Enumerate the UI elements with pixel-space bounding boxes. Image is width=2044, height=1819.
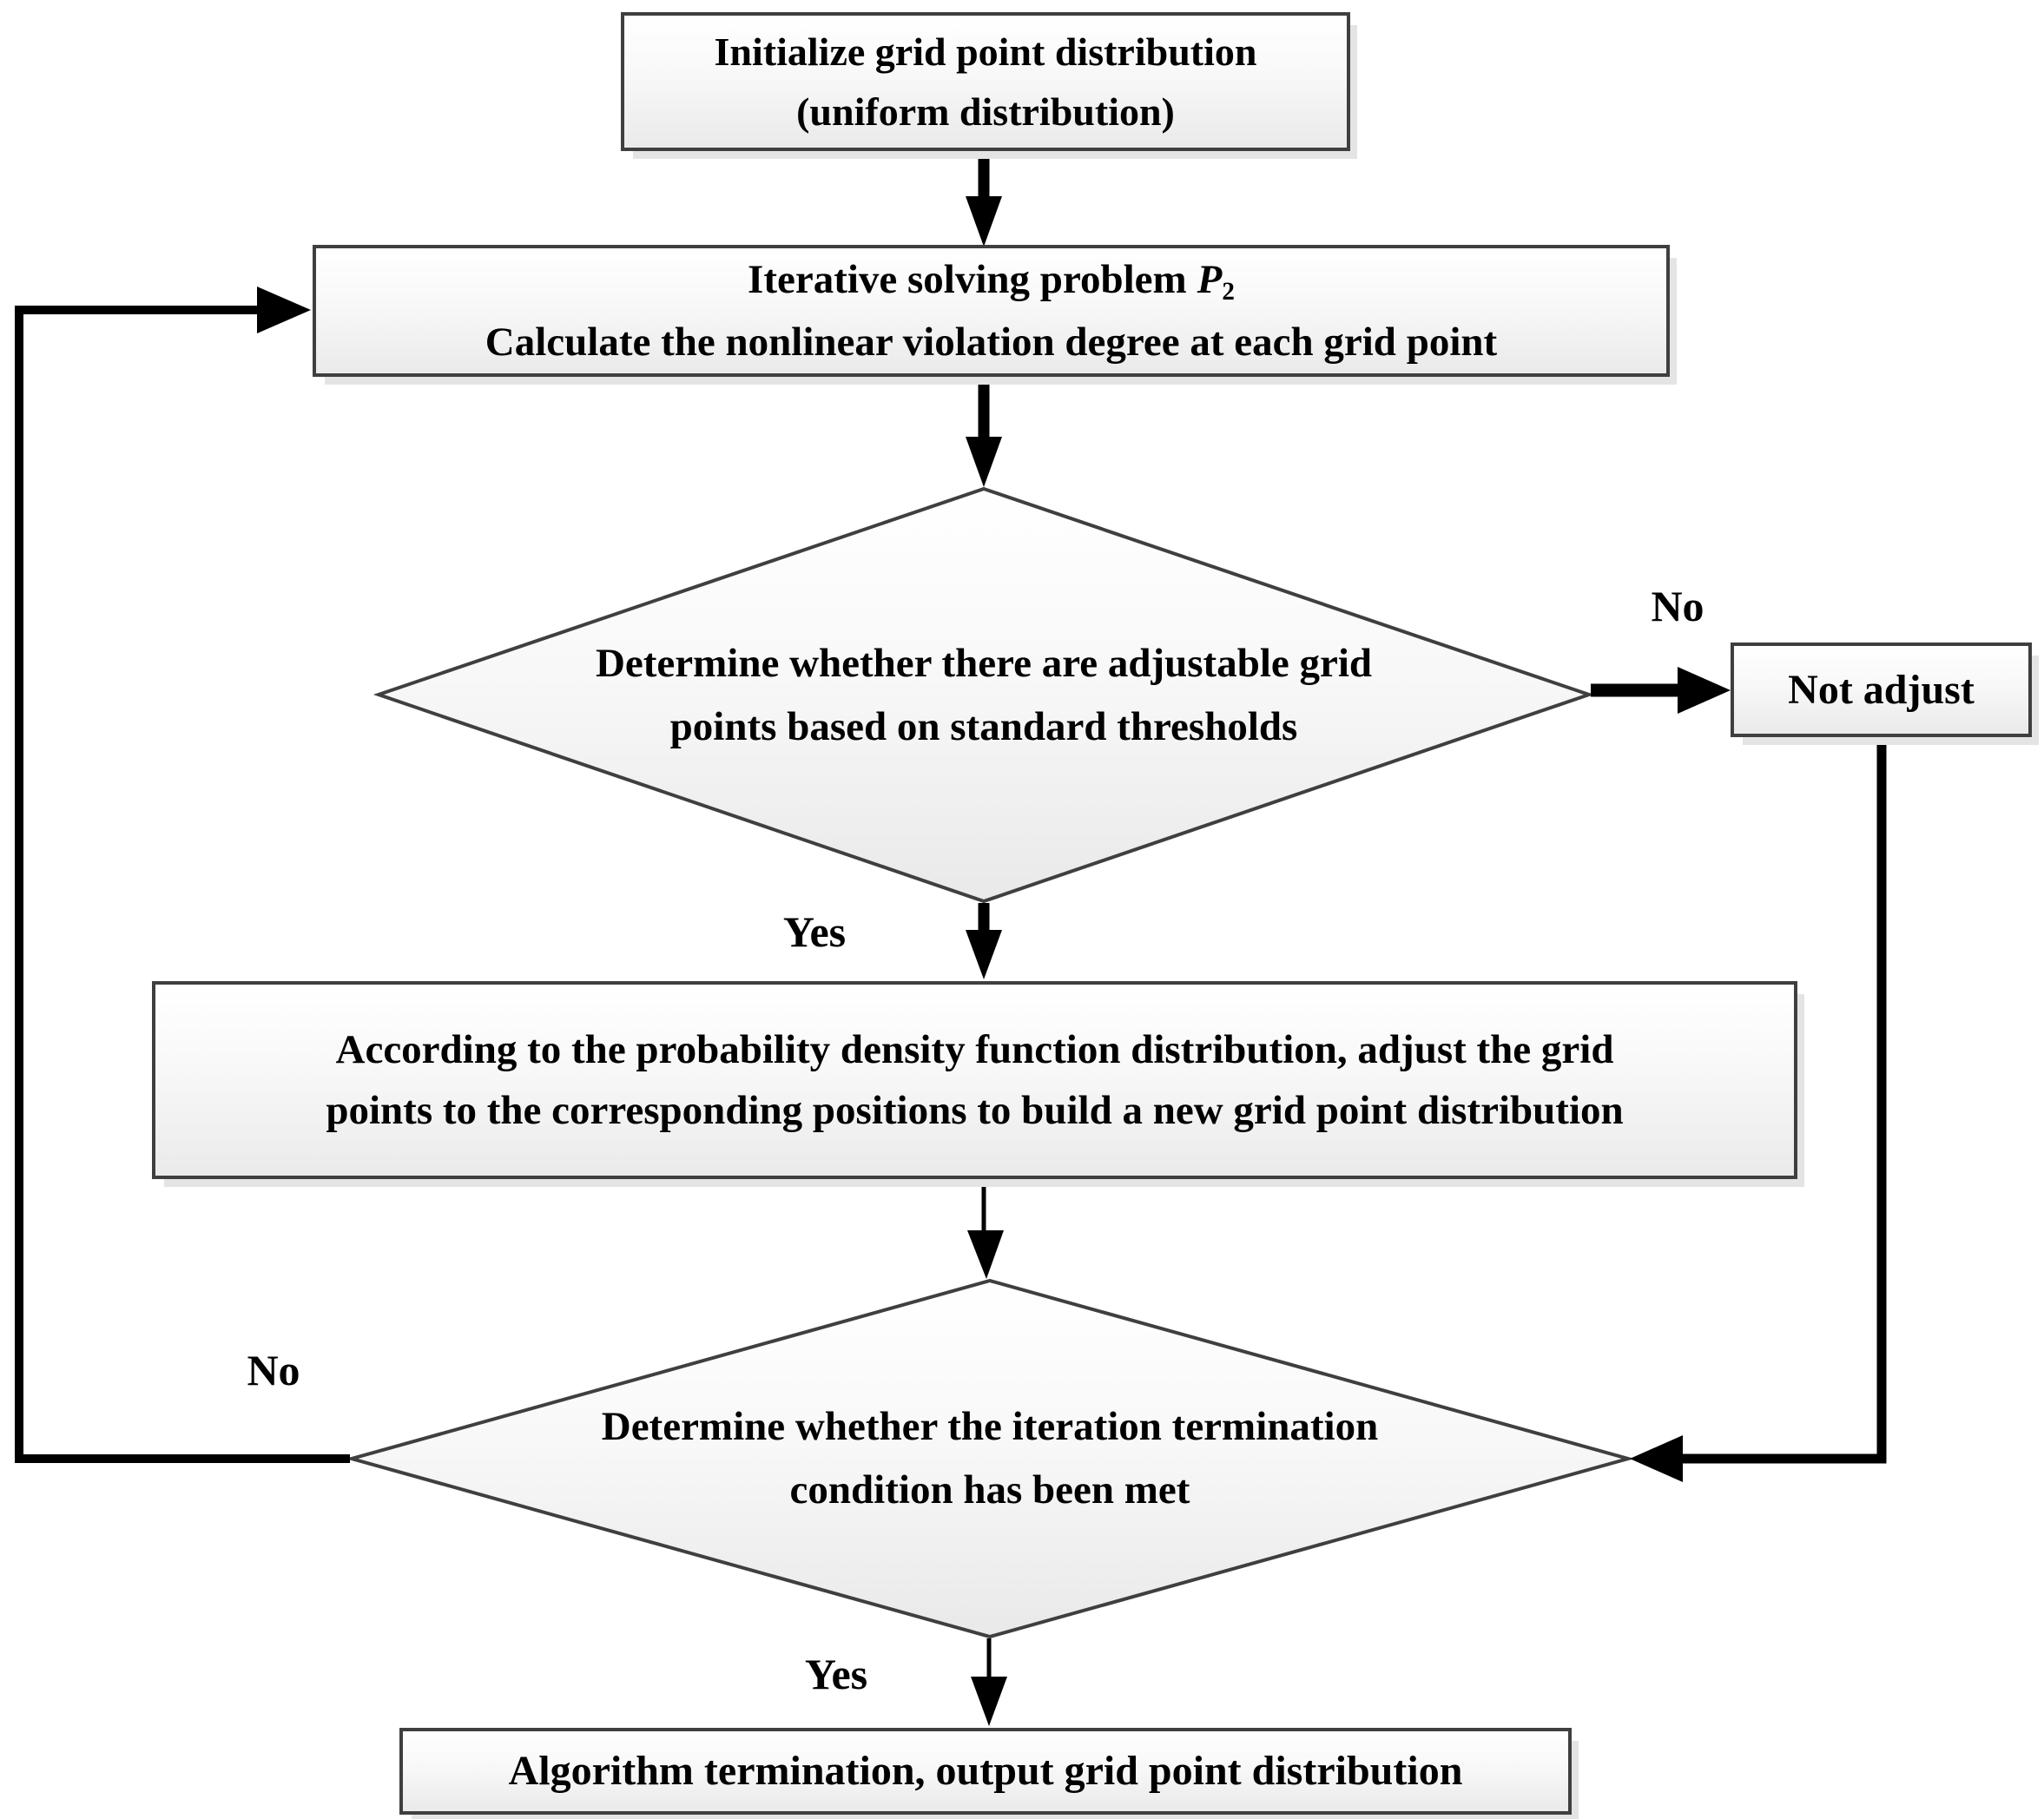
node-not-adjust-label: Not adjust xyxy=(1788,666,1975,713)
node-initialize-line2: (uniform distribution) xyxy=(796,89,1175,134)
node-terminate-label: Algorithm termination, output grid point… xyxy=(508,1748,1463,1794)
arrow-decision2-no-loop xyxy=(15,287,350,1463)
arrow-init-to-solve xyxy=(966,153,1002,247)
decision-termination-diamond xyxy=(345,1278,1635,1639)
solve-problem-subscript: 2 xyxy=(1222,277,1235,306)
node-not-adjust: Not adjust xyxy=(1731,643,2032,737)
label-decision2-yes: Yes xyxy=(804,1650,868,1698)
label-decision2-no: No xyxy=(247,1346,300,1394)
arrow-decision1-no xyxy=(1591,667,1731,714)
node-terminate: Algorithm termination, output grid point… xyxy=(399,1728,1572,1815)
node-adjust-points-line2: points to the corresponding positions to… xyxy=(326,1088,1624,1133)
node-initialize: Initialize grid point distribution (unif… xyxy=(621,12,1350,151)
decision-adjustable-diamond xyxy=(373,486,1595,904)
label-decision1-yes: Yes xyxy=(782,907,847,956)
node-adjust-points-line1: According to the probability density fun… xyxy=(335,1026,1614,1072)
arrow-solve-to-decision1 xyxy=(966,377,1002,487)
node-initialize-line1: Initialize grid point distribution xyxy=(714,30,1257,74)
arrow-adjust-to-decision2 xyxy=(967,1181,1004,1279)
solve-problem-variable: P xyxy=(1197,256,1223,302)
label-decision1-no: No xyxy=(1651,582,1704,630)
line-notadjust-to-decision2 xyxy=(1630,737,1887,1482)
arrow-decision2-yes xyxy=(971,1638,1007,1726)
arrow-decision1-yes xyxy=(966,903,1002,979)
solve-line1-text: Iterative solving problem xyxy=(748,256,1187,302)
node-iterative-solve-line2: Calculate the nonlinear violation degree… xyxy=(485,319,1498,365)
node-adjust-points: According to the probability density fun… xyxy=(152,981,1797,1179)
